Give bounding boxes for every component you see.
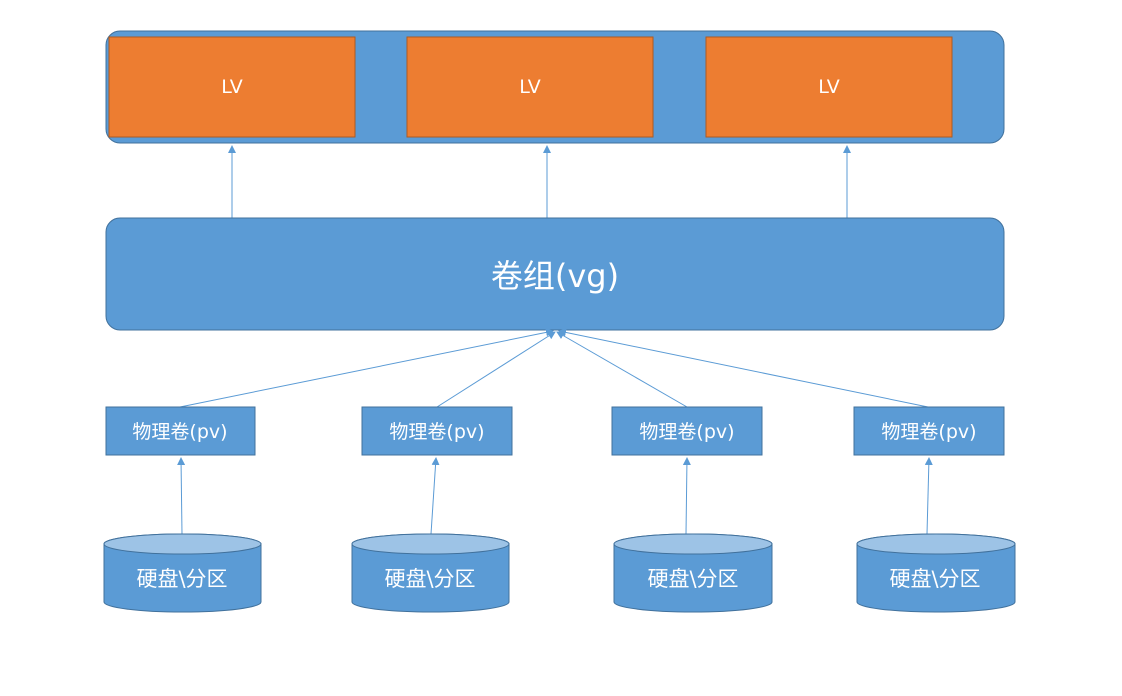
pv-to-vg-arrow	[436, 331, 556, 408]
lv-box: LV	[406, 36, 654, 138]
pv-label: 物理卷(pv)	[389, 421, 484, 443]
pv-box: 物理卷(pv)	[611, 406, 763, 456]
disk-to-pv-arrow	[682, 457, 691, 535]
disk-label: 硬盘\分区	[647, 567, 738, 591]
lv-label: LV	[519, 76, 541, 98]
pv-label: 物理卷(pv)	[881, 421, 976, 443]
disk-to-pv-arrow	[177, 457, 186, 535]
lv-box: LV	[705, 36, 953, 138]
disk-label: 硬盘\分区	[384, 567, 475, 591]
disk-cylinder: 硬盘\分区	[856, 533, 1016, 613]
pv-box: 物理卷(pv)	[361, 406, 513, 456]
pv-box: 物理卷(pv)	[853, 406, 1005, 456]
vg-box: 卷组(vg)	[105, 217, 1005, 331]
disk-to-pv-arrow	[924, 457, 933, 535]
lv-label: LV	[818, 76, 840, 98]
pv-to-vg-arrow	[558, 328, 929, 408]
lv-label: LV	[221, 76, 243, 98]
disk-label: 硬盘\分区	[136, 567, 227, 591]
pv-box: 物理卷(pv)	[105, 406, 256, 456]
pv-label: 物理卷(pv)	[132, 421, 227, 443]
lv-box: LV	[108, 36, 356, 138]
vg-label: 卷组(vg)	[491, 257, 619, 295]
pv-to-vg-arrow	[179, 328, 554, 408]
disk-cylinder: 硬盘\分区	[103, 533, 262, 613]
pv-to-vg-arrow	[556, 331, 688, 408]
disk-cylinder: 硬盘\分区	[613, 533, 773, 613]
disk-cylinder: 硬盘\分区	[351, 533, 510, 613]
disk-to-pv-arrow	[430, 457, 440, 535]
disk-label: 硬盘\分区	[889, 567, 980, 591]
pv-label: 物理卷(pv)	[639, 421, 734, 443]
